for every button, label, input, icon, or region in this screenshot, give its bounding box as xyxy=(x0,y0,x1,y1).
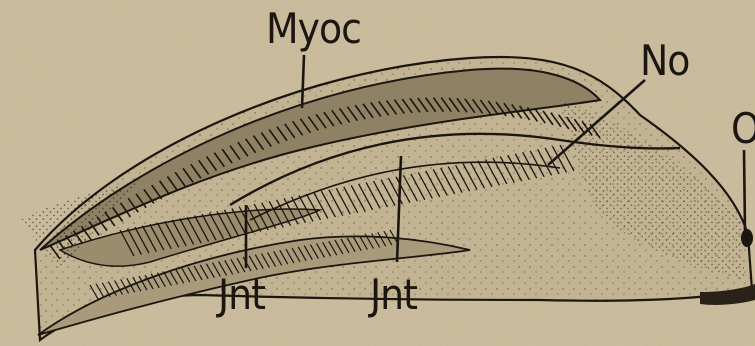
label-no: No xyxy=(640,40,689,82)
label-int-left: Jnt xyxy=(218,274,265,316)
label-int-right: Jnt xyxy=(370,274,417,316)
label-myoc: Myoc xyxy=(266,8,361,50)
o-leader xyxy=(744,150,745,232)
label-o: O xyxy=(731,108,755,150)
